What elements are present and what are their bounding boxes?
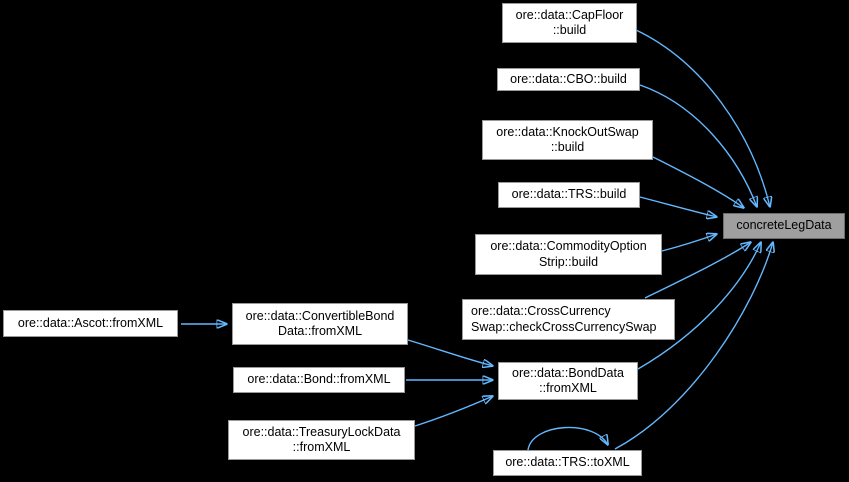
node-label: ore::data::CrossCurrency: [471, 304, 611, 318]
node-label: ore::data::CommodityOption: [490, 239, 647, 253]
node-label: ore::data::TRS::toXML: [505, 455, 630, 470]
edge-crosscurrency-to-concretelegdata: [644, 242, 751, 299]
node-bond-fromxml[interactable]: ore::data::Bond::fromXML: [233, 367, 405, 393]
node-label: Data::fromXML: [277, 324, 363, 338]
node-ascot-fromxml[interactable]: ore::data::Ascot::fromXML: [3, 310, 178, 337]
node-label: ::build: [552, 23, 587, 37]
node-label: ore::data::TRS::build: [511, 187, 627, 202]
edge-bonddata-to-concretelegdata: [637, 242, 761, 370]
edge-capfloor-to-concretelegdata: [635, 29, 770, 207]
node-trs-build[interactable]: ore::data::TRS::build: [498, 182, 640, 208]
edge-convertiblebond-to-bonddata: [407, 339, 493, 366]
node-label: ore::data::Ascot::fromXML: [17, 315, 164, 330]
node-label: ore::data::BondData: [512, 365, 624, 380]
edge-commodityoption-to-concretelegdata: [661, 234, 717, 252]
node-commodityoptionstrip-build[interactable]: ore::data::CommodityOption Strip::build: [475, 234, 662, 275]
node-label: ore::data::KnockOutSwap: [496, 124, 639, 139]
edge-treasurylock-to-bonddata: [414, 396, 493, 427]
node-convertiblebonddata-fromxml[interactable]: ore::data::ConvertibleBond Data::fromXML: [232, 303, 408, 345]
node-label: ore::data::Bond::fromXML: [247, 372, 391, 387]
node-bonddata-fromxml[interactable]: ore::data::BondData ::fromXML: [498, 362, 638, 400]
node-label: ore::data::TreasuryLockData: [242, 424, 401, 439]
edge-knockoutswap-to-concretelegdata: [652, 156, 744, 208]
node-knockoutswap-build[interactable]: ore::data::KnockOutSwap ::build: [482, 120, 653, 160]
node-label: Strip::build: [538, 254, 599, 269]
edge-trsbuild-to-concretelegdata: [639, 196, 717, 217]
edge-trstoxml-self-loop: [527, 426, 608, 451]
node-trs-toxml[interactable]: ore::data::TRS::toXML: [493, 450, 642, 476]
node-concretelegdata-current: concreteLegData: [723, 213, 845, 239]
node-label: ::build: [550, 140, 585, 154]
edge-trstoxml-to-concretelegdata: [614, 242, 773, 450]
node-label: ::fromXML: [292, 440, 351, 454]
node-label: Swap::checkCrossCurrencySwap: [471, 319, 657, 334]
node-label: ::fromXML: [539, 381, 597, 395]
node-label: ore::data::CBO::build: [510, 71, 627, 86]
node-treasurylockdata-fromxml[interactable]: ore::data::TreasuryLockData ::fromXML: [228, 420, 415, 460]
edge-cbo-to-concretelegdata: [639, 84, 757, 207]
node-crosscurrencyswap-checkcrosscurrencyswap[interactable]: ore::data::CrossCurrency Swap::checkCros…: [462, 299, 675, 340]
node-label: ore::data::ConvertibleBond: [245, 308, 395, 323]
node-cbo-build[interactable]: ore::data::CBO::build: [497, 68, 640, 91]
node-label: concreteLegData: [736, 218, 832, 233]
node-capfloor-build[interactable]: ore::data::CapFloor ::build: [502, 3, 637, 43]
node-label: ore::data::CapFloor: [515, 7, 624, 22]
